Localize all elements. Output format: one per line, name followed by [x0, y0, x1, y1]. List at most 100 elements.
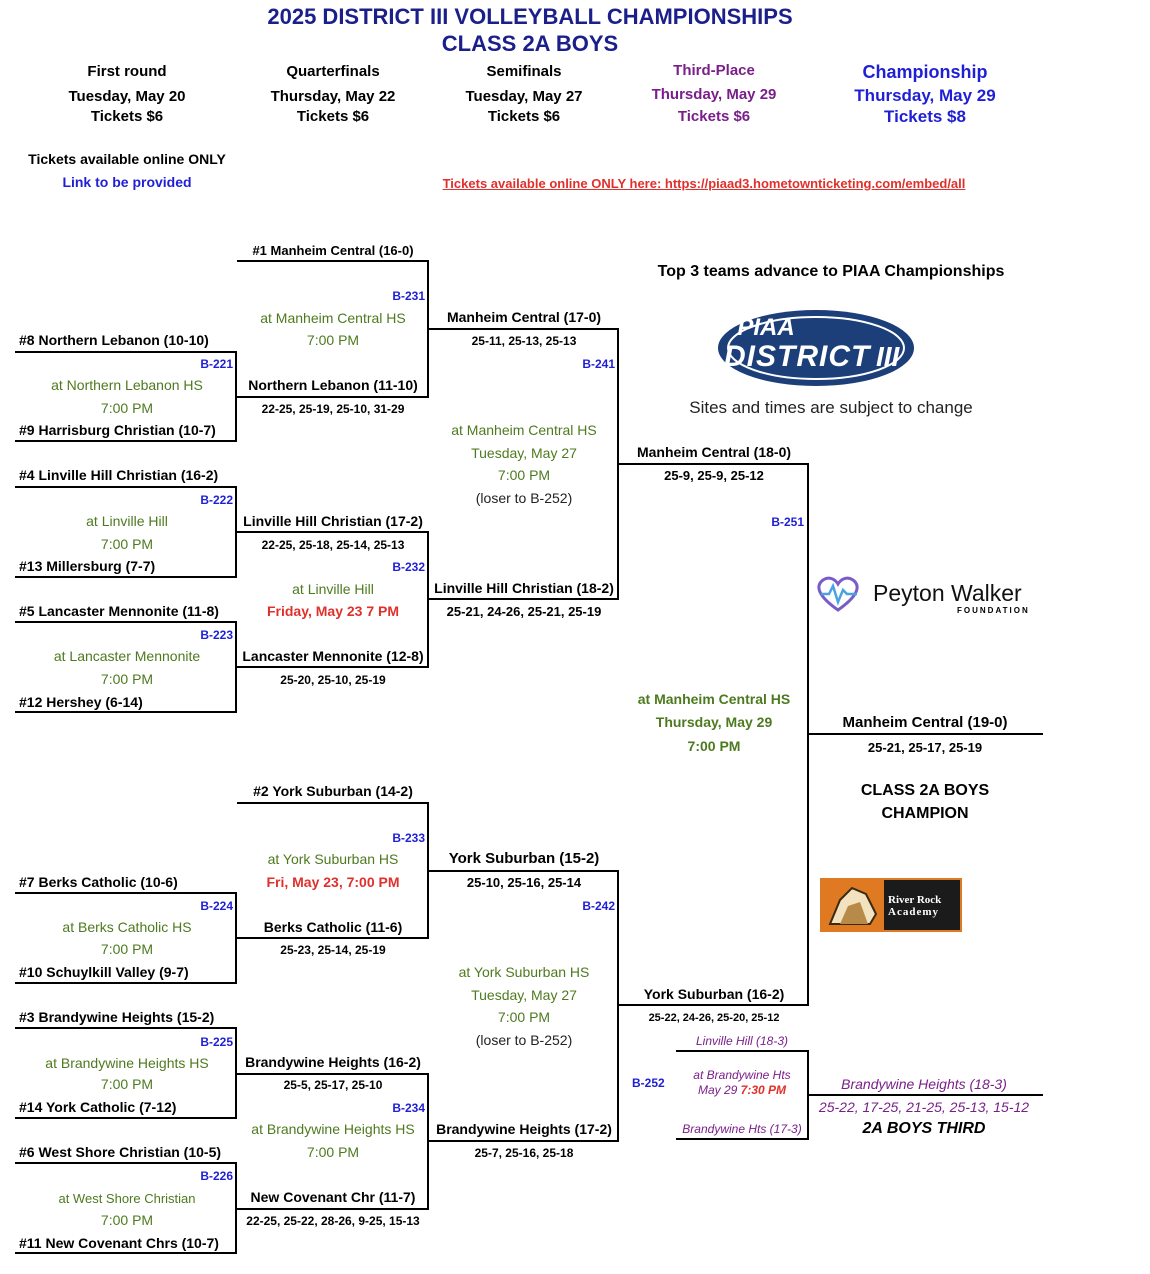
sf1-bottom-score: 25-21, 24-26, 25-21, 25-19 [446, 604, 602, 619]
qf4-top-team: Brandywine Heights (16-2) [245, 1054, 421, 1070]
fr6-site: at West Shore Christian [58, 1191, 196, 1206]
third-winner-score: 25-22, 17-25, 21-25, 25-13, 15-12 [818, 1099, 1030, 1115]
qf3-top-team: #2 York Suburban (14-2) [253, 783, 413, 799]
fr1-time: 7:00 PM [100, 400, 154, 416]
sf1-date: Tuesday, May 27 [471, 445, 577, 461]
qf4-time: 7:00 PM [306, 1144, 360, 1160]
round-tickets-sf: Tickets $6 [487, 108, 561, 125]
sf1-code: B-241 [582, 357, 615, 371]
sponsor1-sub: FOUNDATION [957, 606, 1030, 615]
qf1-site: at Manheim Central HS [260, 310, 406, 326]
champion-label1: CLASS 2A BOYS [860, 782, 990, 799]
fr5-bottom-team: #14 York Catholic (7-12) [19, 1099, 177, 1115]
fr3-site: at Lancaster Mennonite [53, 648, 201, 664]
fr4-site: at Berks Catholic HS [62, 919, 192, 935]
heart-icon [817, 576, 859, 612]
fr4-code: B-224 [200, 899, 233, 913]
fr5-code: B-225 [200, 1035, 233, 1049]
page-subtitle: CLASS 2A BOYS [441, 31, 619, 56]
round-name-champ: Championship [862, 62, 988, 82]
peyton-walker-logo: Peyton Walker FOUNDATION [813, 574, 1043, 618]
sites-note: Sites and times are subject to change [689, 398, 973, 417]
sf2-time: 7:00 PM [497, 1009, 551, 1025]
qf2-bottom-score: 25-20, 25-10, 25-19 [280, 673, 386, 687]
round-tickets-qf: Tickets $6 [296, 108, 370, 125]
sf2-note: (loser to B-252) [475, 1032, 573, 1048]
sf1-site: at Manheim Central HS [451, 422, 597, 438]
sf1-top-team: Manheim Central (17-0) [446, 309, 602, 325]
sf2-top-score: 25-10, 25-16, 25-14 [466, 875, 582, 890]
advance-note: Top 3 teams advance to PIAA Championship… [657, 263, 1005, 280]
qf2-top-score: 22-25, 25-18, 25-14, 25-13 [261, 538, 405, 552]
sf2-bottom-score: 25-7, 25-16, 25-18 [474, 1146, 574, 1160]
fr2-top-team: #4 Linville Hill Christian (16-2) [19, 467, 219, 483]
qf1-bottom-score: 22-25, 25-19, 25-10, 31-29 [261, 402, 405, 416]
fr4-bottom-team: #10 Schuylkill Valley (9-7) [19, 964, 189, 980]
sf1-bottom-team: Linville Hill Christian (18-2) [434, 580, 614, 596]
round-name-third: Third-Place [673, 62, 755, 79]
final-date: Thursday, May 29 [655, 714, 773, 730]
piaa-logo-graphic [718, 310, 914, 386]
fr1-bottom-team: #9 Harrisburg Christian (10-7) [19, 422, 216, 438]
qf1-top-team: #1 Manheim Central (16-0) [252, 243, 414, 258]
qf1-time: 7:00 PM [306, 332, 360, 348]
round-date-champ: Thursday, May 29 [854, 86, 996, 105]
fr2-site: at Linville Hill [86, 513, 168, 529]
piaa-district-logo: PIAA DISTRICT III [716, 308, 918, 388]
qf2-site: at Linville Hill [292, 581, 374, 597]
sponsor1-name: Peyton Walker [873, 580, 1022, 606]
round-date-qf: Thursday, May 22 [270, 88, 396, 105]
third-datetime: May 29 7:30 PM [698, 1083, 786, 1098]
fr5-top-team: #3 Brandywine Heights (15-2) [19, 1009, 215, 1025]
sf2-bottom-team: Brandywine Heights (17-2) [436, 1121, 612, 1137]
sf2-site: at York Suburban HS [458, 964, 590, 980]
fr6-bottom-team: #11 New Covenant Chrs (10-7) [19, 1235, 219, 1251]
sponsor2-line2: Academy [888, 906, 939, 918]
qf4-bottom-score: 22-25, 25-22, 28-26, 9-25, 15-13 [246, 1214, 420, 1228]
fr4-time: 7:00 PM [100, 941, 154, 957]
third-top-team: Linville Hill (18-3) [695, 1034, 789, 1048]
round-name-sf: Semifinals [486, 63, 562, 80]
fr1-site: at Northern Lebanon HS [51, 377, 203, 393]
fr6-time: 7:00 PM [100, 1212, 154, 1228]
round-date-first: Tuesday, May 20 [68, 88, 186, 105]
qf2-code: B-232 [392, 560, 425, 574]
round-name-first: First round [87, 63, 167, 80]
page-title: 2025 DISTRICT III VOLLEYBALL CHAMPIONSHI… [267, 4, 793, 29]
champion-label2: CHAMPION [881, 805, 969, 822]
rock-icon [822, 880, 884, 930]
fr3-code: B-223 [200, 628, 233, 642]
logo-line3: III [876, 341, 900, 372]
round-name-qf: Quarterfinals [286, 63, 380, 80]
sf2-top-team: York Suburban (15-2) [448, 850, 600, 867]
round-tickets-champ: Tickets $8 [884, 107, 966, 126]
round-date-third: Thursday, May 29 [651, 86, 777, 103]
qf2-bottom-team: Lancaster Mennonite (12-8) [242, 648, 424, 664]
qf3-time: Fri, May 23, 7:00 PM [266, 874, 400, 890]
fr3-top-team: #5 Lancaster Mennonite (11-8) [19, 603, 219, 619]
final-code: B-251 [771, 515, 804, 529]
third-bottom-team: Brandywine Hts (17-3) [682, 1122, 802, 1136]
fr6-top-team: #6 West Shore Christian (10-5) [19, 1144, 222, 1160]
fr2-bottom-team: #13 Millersburg (7-7) [19, 558, 156, 574]
final-time: 7:00 PM [687, 738, 741, 754]
qf3-code: B-233 [392, 831, 425, 845]
logo-line2: DISTRICT [724, 340, 871, 373]
sf1-note: (loser to B-252) [475, 490, 573, 506]
fr5-time: 7:00 PM [100, 1076, 154, 1092]
sf1-top-score: 25-11, 25-13, 25-13 [471, 334, 577, 348]
fr4-top-team: #7 Berks Catholic (10-6) [19, 874, 178, 890]
qf4-top-score: 25-5, 25-17, 25-10 [283, 1078, 383, 1092]
final-top-team: Manheim Central (18-0) [636, 444, 792, 460]
round-tickets-third: Tickets $6 [677, 108, 751, 125]
third-code: B-252 [632, 1076, 665, 1090]
tickets-link[interactable]: Tickets available online ONLY here: http… [442, 176, 966, 191]
round-date-sf: Tuesday, May 27 [465, 88, 583, 105]
final-bottom-score: 25-22, 24-26, 25-20, 25-12 [648, 1012, 780, 1024]
river-rock-logo: River Rock Academy [820, 878, 962, 932]
qf2-top-team: Linville Hill Christian (17-2) [243, 513, 423, 529]
third-winner-team: Brandywine Heights (18-3) [841, 1076, 1007, 1092]
sponsor2-line1: River Rock [888, 894, 942, 906]
third-label: 2A BOYS THIRD [862, 1120, 986, 1137]
champion-score: 25-21, 25-17, 25-19 [867, 740, 983, 755]
